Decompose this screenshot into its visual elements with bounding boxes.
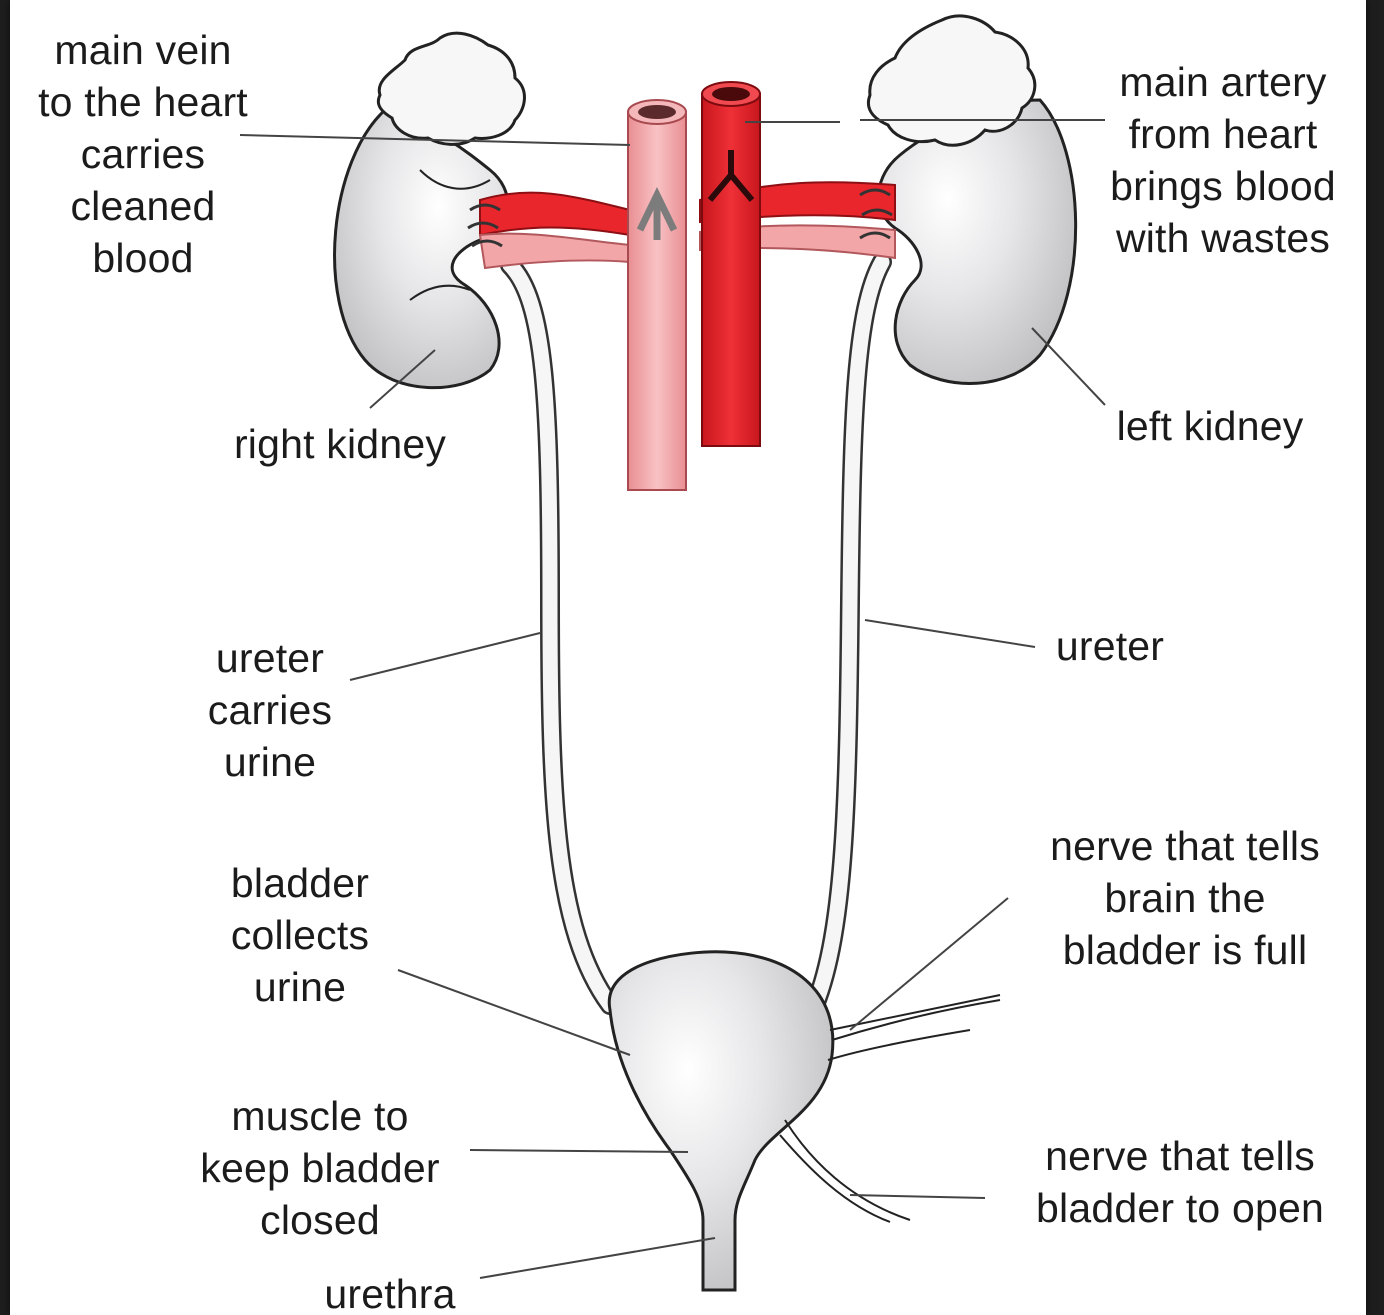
label-right-kidney: right kidney xyxy=(210,418,470,470)
label-ureter: ureter xyxy=(1040,620,1180,672)
label-urethra: urethra xyxy=(305,1268,475,1315)
right-adrenal-gland xyxy=(378,33,524,144)
label-bladder: bladder collects urine xyxy=(205,857,395,1013)
bladder-organ xyxy=(609,952,833,1290)
label-nerve-bladder-open: nerve that tells bladder to open xyxy=(1010,1130,1350,1234)
left-adrenal-gland xyxy=(868,16,1034,145)
label-left-kidney: left kidney xyxy=(1085,400,1335,452)
label-muscle: muscle to keep bladder closed xyxy=(180,1090,460,1246)
label-main-artery: main artery from heart brings blood with… xyxy=(1088,56,1358,264)
main-artery-vessel xyxy=(702,82,760,446)
urinary-system-diagram: main vein to the heart carries cleaned b… xyxy=(10,0,1366,1315)
ureter-right-tube xyxy=(815,262,882,1005)
label-ureter-carries-urine: ureter carries urine xyxy=(190,632,350,788)
label-main-vein: main vein to the heart carries cleaned b… xyxy=(18,24,268,284)
main-vein-vessel xyxy=(628,100,686,490)
label-nerve-bladder-full: nerve that tells brain the bladder is fu… xyxy=(1030,820,1340,976)
left-kidney xyxy=(879,100,1076,383)
ureter-left-tube xyxy=(510,265,610,1005)
